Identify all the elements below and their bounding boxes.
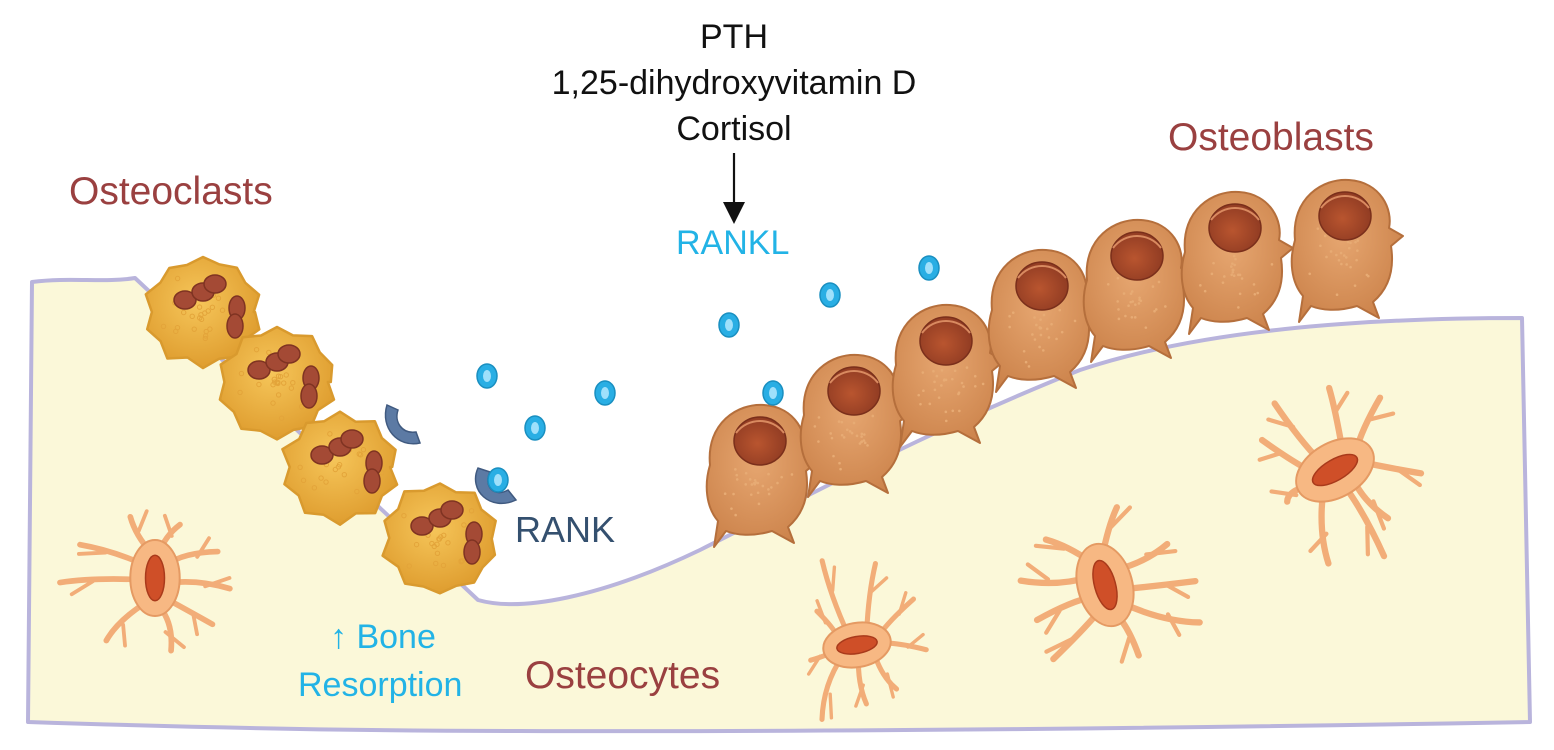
osteoblast-cell xyxy=(705,403,819,548)
osteocyte-cell xyxy=(806,558,929,722)
osteocyte-cell xyxy=(57,509,233,654)
osteocytes-group xyxy=(57,384,1425,722)
osteoclasts-group xyxy=(144,255,497,595)
osteocyte-cell xyxy=(1257,384,1425,567)
osteoblast-cell xyxy=(1290,178,1404,323)
hormone-cortisol: Cortisol xyxy=(676,110,792,148)
rankl-molecule xyxy=(918,255,940,281)
osteoblast-cell xyxy=(891,303,1005,448)
rank-receptor xyxy=(384,403,421,445)
rankl-molecule xyxy=(819,282,841,308)
rankl-label: RANKL xyxy=(676,224,790,262)
rankl-molecule xyxy=(524,415,546,441)
osteoclast-cell xyxy=(381,482,497,595)
osteoblast-cell xyxy=(799,353,913,498)
rank-label: RANK xyxy=(515,509,616,550)
osteoblast-cell xyxy=(1180,190,1294,335)
hormone-pth: PTH xyxy=(699,18,768,56)
osteoblasts-group xyxy=(705,178,1404,548)
osteoblasts-label: Osteoblasts xyxy=(1168,116,1374,159)
rankl-molecule xyxy=(718,312,740,338)
osteoclast-cell xyxy=(218,325,336,441)
rankl-molecule xyxy=(762,380,784,406)
osteocyte-cell xyxy=(1017,504,1203,664)
hormone-list: PTH 1,25-dihydroxyvitamin D Cortisol xyxy=(552,14,917,152)
hormone-vitamin-d: 1,25-dihydroxyvitamin D xyxy=(551,64,917,102)
osteoclast-cell xyxy=(281,410,399,526)
rankl-molecule xyxy=(476,363,498,389)
rankl-molecule xyxy=(487,467,509,493)
osteoblast-cell xyxy=(1082,218,1196,363)
rankl-molecule xyxy=(594,380,616,406)
osteoclasts-label: Osteoclasts xyxy=(69,170,273,213)
osteoblast-cell xyxy=(987,248,1101,393)
osteoclast-cell xyxy=(144,255,261,370)
bone-resorption-label-line1: ↑ Bone xyxy=(330,618,436,656)
bone-resorption-label-line2: Resorption xyxy=(298,666,463,704)
osteocytes-label: Osteocytes xyxy=(525,654,721,697)
